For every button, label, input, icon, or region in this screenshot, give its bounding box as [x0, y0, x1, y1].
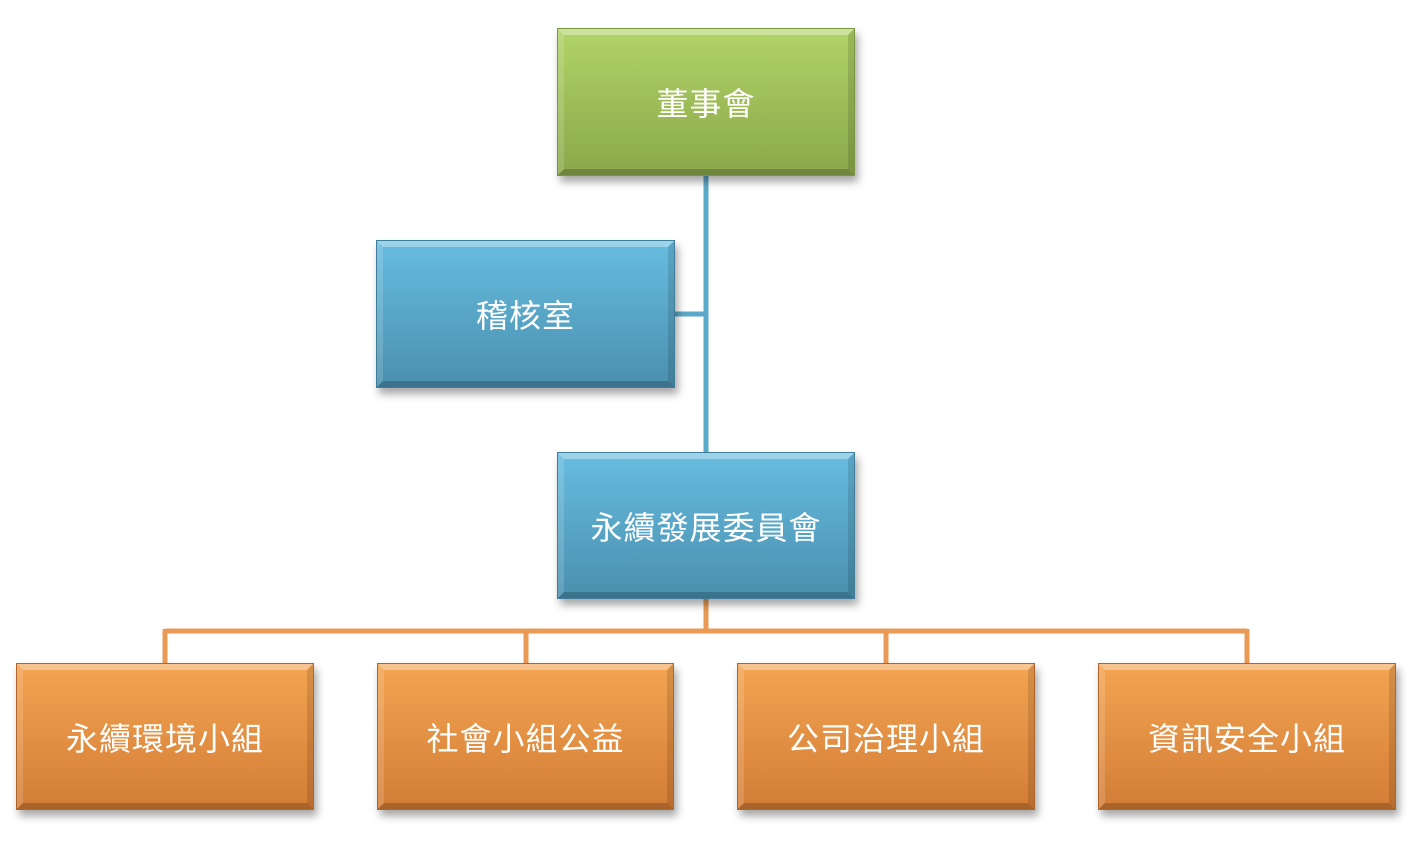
board-label: 董事會 [656, 85, 756, 123]
group-label: 資訊安全小組 [1147, 719, 1346, 758]
audit-label: 稽核室 [475, 297, 575, 335]
committee-node: 永續發展委員會 [557, 452, 855, 599]
group-node-social: 社會小組公益 [377, 663, 674, 810]
committee-label: 永續發展委員會 [590, 508, 822, 547]
group-label: 永續環境小組 [65, 719, 264, 758]
group-node-infosec: 資訊安全小組 [1098, 663, 1396, 810]
audit-node: 稽核室 [376, 240, 675, 388]
board-node: 董事會 [557, 28, 855, 176]
group-node-environment: 永續環境小組 [16, 663, 314, 810]
group-label: 社會小組公益 [426, 719, 625, 758]
group-label: 公司治理小組 [786, 719, 985, 758]
group-node-governance: 公司治理小組 [737, 663, 1035, 810]
